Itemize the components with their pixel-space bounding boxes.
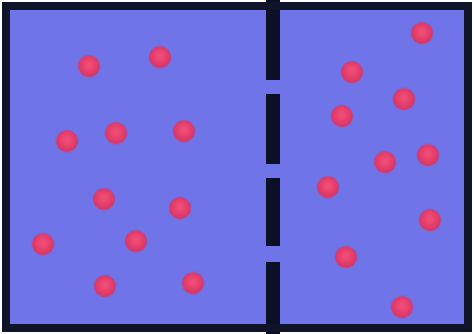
particle <box>94 275 116 297</box>
left-compartment <box>10 10 266 324</box>
particle <box>393 88 415 110</box>
particle <box>417 144 439 166</box>
particle <box>335 246 357 268</box>
particle <box>331 105 353 127</box>
particle <box>182 272 204 294</box>
membrane <box>266 0 280 334</box>
particle <box>56 130 78 152</box>
particle <box>317 176 339 198</box>
particle <box>93 188 115 210</box>
right-particles <box>317 22 441 318</box>
particle <box>391 296 413 318</box>
particle <box>374 151 396 173</box>
particle <box>411 22 433 44</box>
particle <box>149 46 171 68</box>
particle <box>419 209 441 231</box>
membrane-segment <box>266 178 280 246</box>
particle <box>173 120 195 142</box>
particle <box>125 230 147 252</box>
membrane-segment <box>266 94 280 164</box>
particle <box>105 122 127 144</box>
left-particles <box>32 46 204 297</box>
membrane-segment <box>266 0 280 80</box>
particle <box>78 55 100 77</box>
container-border <box>2 2 472 332</box>
right-compartment <box>278 10 464 324</box>
particle <box>341 61 363 83</box>
membrane-segment <box>266 262 280 334</box>
particle <box>32 233 54 255</box>
particle <box>169 197 191 219</box>
